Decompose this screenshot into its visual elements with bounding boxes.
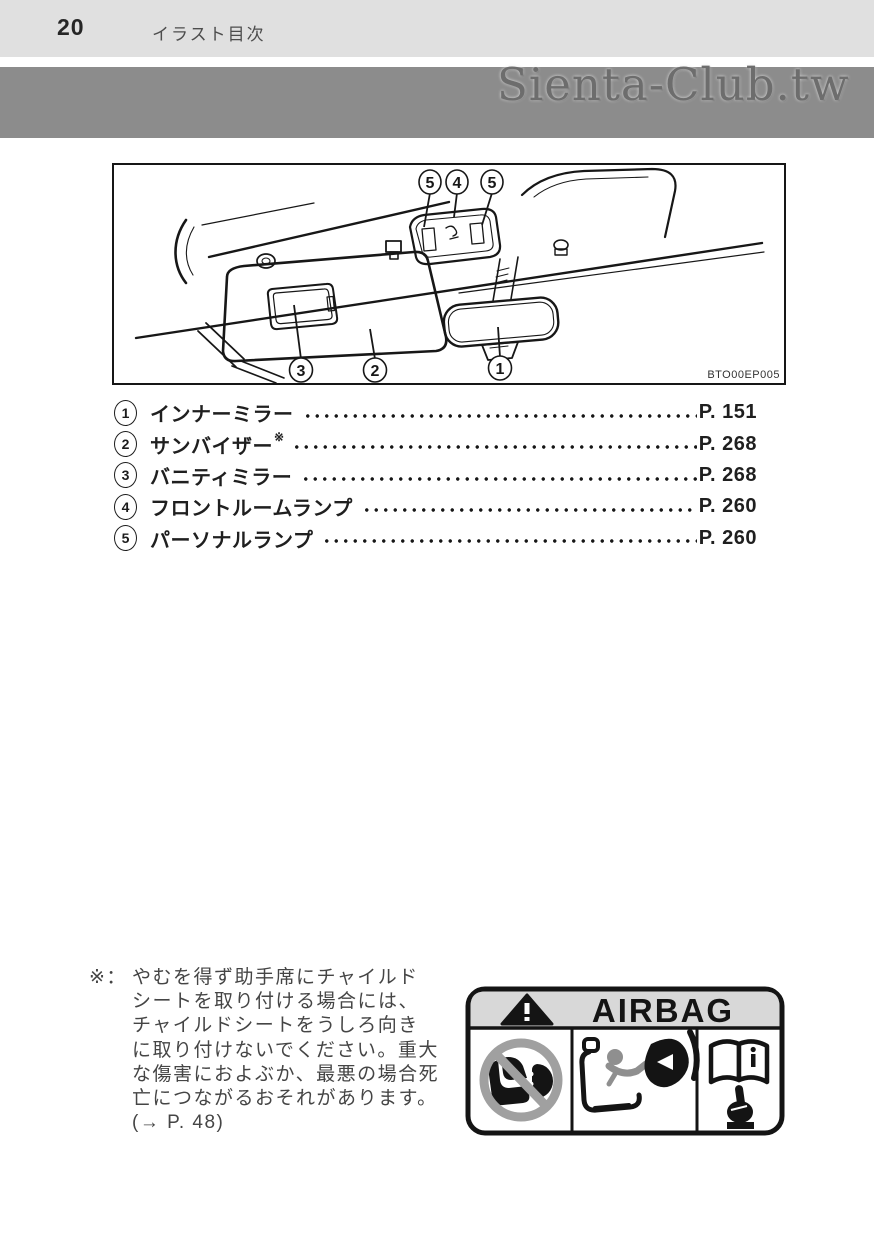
footnote-line: ※： やむを得ず助手席にチャイルド [89, 966, 441, 990]
callout-4: 4 [453, 175, 462, 192]
dot-leader [322, 522, 697, 554]
item-label: フロントルームランプ [150, 498, 353, 521]
callout-1: 1 [496, 361, 505, 378]
item-page-ref: P. 268 [698, 463, 757, 486]
item-note-mark: ※ [274, 430, 285, 445]
item-page-ref: P. 260 [698, 495, 757, 518]
watermark-text: Sienta-Club.tw [497, 58, 850, 111]
item-label: パーソナルランプ [150, 529, 314, 552]
item-number-badge: 1 [114, 399, 137, 426]
item-number-badge: 3 [114, 462, 137, 489]
child-seat-footnote: ※： やむを得ず助手席にチャイルド シートを取り付ける場合には、 チャイルドシー… [89, 966, 441, 1135]
footnote-line: に取り付けないでください。重大 [132, 1039, 439, 1061]
warning-triangle-icon [500, 993, 554, 1026]
illustrated-index-list: 1 インナーミラー P. 151 2 サンバイザー ※ P. 268 3 バニテ… [114, 397, 757, 554]
list-item: 4 フロントルームランプ P. 260 [114, 491, 757, 523]
footnote-line: な傷害におよぶか、最悪の場合死 [132, 1063, 440, 1085]
airbag-warning-label: AIRBAG [465, 986, 785, 1136]
section-title: イラスト目次 [152, 25, 266, 44]
page-number: 20 [57, 14, 85, 40]
item-page-ref: P. 268 [698, 432, 757, 455]
header-band: 20 イラスト目次 [0, 0, 874, 57]
footnote-text: やむを得ず助手席にチャイルド [132, 967, 419, 988]
airbag-deploy-icon [579, 1029, 700, 1113]
callout-3: 3 [297, 363, 306, 380]
item-label: インナーミラー [150, 404, 294, 427]
item-page-ref: P. 260 [698, 526, 757, 549]
callout-2: 2 [371, 363, 380, 380]
airbag-label-art: AIRBAG [465, 986, 785, 1136]
dot-leader [301, 459, 697, 492]
footnote-line: 亡につながるおそれがあります。 [132, 1088, 438, 1110]
list-item: 2 サンバイザー ※ P. 268 [114, 428, 757, 460]
item-page-ref: P. 151 [698, 401, 757, 424]
footnote-marker: ※： [89, 967, 127, 988]
callout-5-right: 5 [488, 175, 497, 192]
item-number-badge: 2 [114, 431, 137, 458]
overhead-interior-diagram: 5 4 5 3 2 1 BTO00EP005 [112, 163, 786, 385]
item-label: バニティミラー [150, 466, 293, 489]
list-item: 5 パーソナルランプ P. 260 [114, 522, 757, 554]
list-item: 1 インナーミラー P. 151 [114, 397, 757, 429]
item-number-badge: 5 [114, 525, 137, 552]
hand-pointer-icon [727, 1085, 754, 1129]
callout-5-left: 5 [426, 175, 435, 192]
dot-leader [292, 428, 697, 460]
manual-book-icon [708, 1039, 770, 1085]
dot-leader [302, 397, 697, 429]
list-item: 3 バニティミラー P. 268 [114, 459, 757, 492]
item-number-badge: 4 [114, 493, 137, 520]
no-child-seat-icon [479, 1038, 563, 1122]
dot-leader [361, 491, 697, 523]
interior-line-art: 5 4 5 3 2 1 [134, 167, 765, 384]
figure-code: BTO00EP005 [707, 369, 780, 381]
chapter-band [0, 67, 874, 138]
item-label: サンバイザー [150, 435, 273, 458]
footnote-line: シートを取り付ける場合には、 [132, 991, 420, 1013]
footnote-page-ref: (→ P. 48) [132, 1112, 225, 1134]
airbag-title: AIRBAG [592, 992, 734, 1029]
footnote-line: チャイルドシートをうしろ向き [132, 1015, 419, 1037]
